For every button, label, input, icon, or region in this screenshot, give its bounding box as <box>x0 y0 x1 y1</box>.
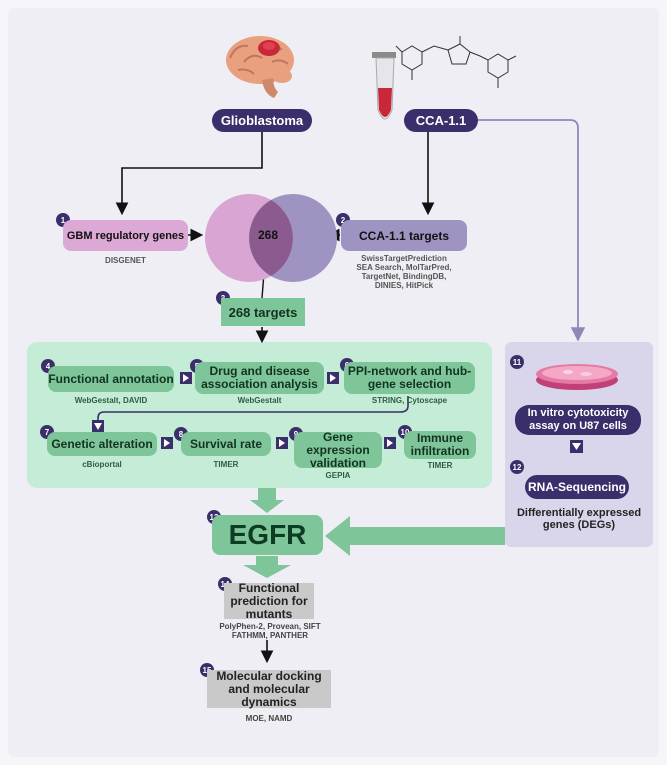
gene-expression-source: GEPIA <box>325 471 351 480</box>
ppi-network-box: PPI-network and hub-gene selection <box>344 362 475 394</box>
disgenet-source: DISGENET <box>105 256 146 265</box>
brain-icon <box>226 36 294 98</box>
cca-label: CCA-1.1 <box>404 109 478 132</box>
venn-diagram <box>205 194 337 282</box>
docking-dynamics-box: Molecular docking and molecular dynamics <box>207 669 331 708</box>
ppi-network-source: STRING, Cytoscape <box>371 396 448 405</box>
degs-label: Differentially expressed genes (DEGs) <box>516 507 642 531</box>
mutant-prediction-sources: PolyPhen-2, Provean, SIFT FATHMM, PANTHE… <box>219 622 321 640</box>
glioblastoma-label: Glioblastoma <box>212 109 312 132</box>
mutant-prediction-box: Functional prediction for mutants <box>224 581 314 620</box>
immune-infiltration-box: Immune infiltration <box>404 431 476 459</box>
survival-rate-source: TIMER <box>213 460 239 469</box>
petri-dish-icon <box>536 364 618 390</box>
cca-targets-label: CCA-1.1 targets <box>358 228 450 243</box>
immune-infiltration-source: TIMER <box>427 461 453 470</box>
venn-overlap-count: 268 <box>257 228 279 242</box>
drug-disease-box: Drug and disease association analysis <box>195 362 324 394</box>
functional-annotation-box: Functional annotation <box>48 366 174 392</box>
genetic-alteration-box: Genetic alteration <box>47 432 157 456</box>
survival-rate-box: Survival rate <box>181 432 271 456</box>
step-number-12: 12 <box>510 460 524 474</box>
drug-disease-source: WebGestalt <box>237 396 282 405</box>
gene-expression-box: Gene expression validation <box>294 430 382 469</box>
gbm-genes-box: GBM regulatory genes <box>63 220 188 251</box>
cca-targets-box: CCA-1.1 targets <box>341 220 467 251</box>
step-number-11: 11 <box>510 355 524 369</box>
test-tube-icon <box>372 52 396 120</box>
rna-sequencing-box: RNA-Sequencing <box>525 475 629 499</box>
egfr-label: EGFR <box>228 519 307 550</box>
cca-targets-sources: SwissTargetPrediction SEA Search, MolTar… <box>356 254 452 290</box>
docking-dynamics-sources: MOE, NAMD <box>245 714 293 723</box>
268-targets-box: 268 targets <box>221 298 305 326</box>
functional-annotation-source: WebGestalt, DAVID <box>74 396 148 405</box>
cytotoxicity-assay-box: In vitro cytotoxicity assay on U87 cells <box>515 405 641 435</box>
genetic-alteration-source: cBioportal <box>82 460 122 469</box>
egfr-box: EGFR <box>212 515 323 555</box>
gbm-genes-label: GBM regulatory genes <box>66 229 185 242</box>
molecule-structure-icon <box>395 36 517 88</box>
